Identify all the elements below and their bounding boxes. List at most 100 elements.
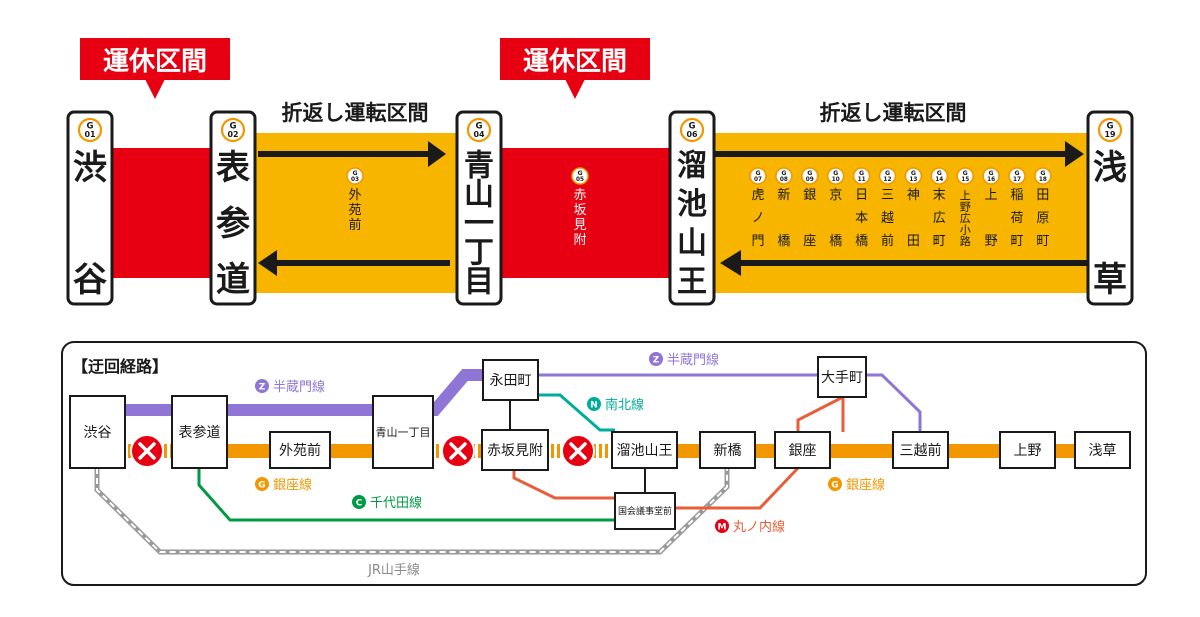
arrow-left-right-section — [720, 250, 1090, 276]
station-number: 14 — [935, 177, 943, 183]
arrow-right-left-section — [258, 141, 446, 167]
station-number: 13 — [909, 177, 917, 183]
station-number-line: G — [859, 170, 864, 177]
station-number-line: G — [989, 170, 994, 177]
station-number-badge: G04 — [466, 117, 492, 143]
station-number-badge: G16 — [982, 167, 1000, 185]
station-name-char: 虎 — [751, 188, 764, 203]
station-number: 06 — [686, 130, 698, 139]
suspended-callout-1: 運休区間 — [80, 38, 230, 99]
station-name-char: 坂 — [573, 203, 586, 218]
station-number: 16 — [987, 177, 995, 183]
station-name-char: 渋 — [73, 148, 107, 188]
station-number: 09 — [806, 177, 814, 183]
station-number-badge: G08 — [775, 167, 793, 185]
station-name-char: 小 — [960, 224, 971, 237]
station-number-badge: G17 — [1008, 167, 1026, 185]
station-name-char: 新 — [777, 187, 790, 203]
station-number-badge: G05 — [571, 167, 589, 185]
station-number: 05 — [576, 177, 584, 183]
line-mark: G — [831, 481, 838, 491]
detour-station-name: 三越前 — [900, 442, 942, 459]
turnback-label: 折返し運転区間 — [820, 101, 967, 125]
station-name-char: 上 — [960, 189, 971, 202]
detour-station-ueno: 上野 — [999, 431, 1056, 469]
station-name-char: 外 — [348, 188, 361, 203]
station-number-badge: G15 — [956, 167, 975, 185]
detour-station-name: 永田町 — [490, 373, 532, 389]
station-name-char: 苑 — [348, 203, 361, 218]
line-label-jr: JR山手線 — [367, 562, 420, 578]
station-number-badge: G19 — [1097, 117, 1123, 143]
station-name-char: 野 — [960, 201, 971, 214]
station-name-char: 稲 — [1010, 188, 1023, 203]
station-number: 18 — [1039, 177, 1047, 183]
station-name-char: 山 — [464, 178, 494, 213]
hanzomon-line-east — [866, 373, 922, 432]
station-number: 01 — [84, 130, 95, 139]
station-name-char: 表 — [216, 148, 250, 188]
station-name-char: 山 — [677, 226, 707, 261]
station-name-char: 町 — [1010, 234, 1023, 249]
station-number-line: G — [86, 122, 93, 132]
suspended-band-left — [100, 148, 225, 278]
line-name: 銀座線 — [846, 477, 885, 493]
station-number: 08 — [780, 177, 788, 183]
turnback-label: 折返し運転区間 — [282, 101, 429, 125]
line-name: 半蔵門線 — [273, 379, 325, 395]
station-name-char: 青 — [464, 149, 494, 184]
station-name-char: 上 — [985, 188, 998, 203]
station-name-char: 三 — [881, 188, 894, 203]
station-name-char: 門 — [751, 234, 764, 249]
station-number: 03 — [351, 177, 359, 183]
marunouchi-line-right — [675, 466, 800, 510]
line-mark: N — [590, 401, 598, 411]
station-name-char: 荷 — [1010, 211, 1023, 226]
detour-station-otemachi: 大手町 — [817, 356, 867, 398]
station-number-line: G — [1014, 170, 1019, 177]
station-number-line: G — [577, 170, 582, 177]
station-number: 07 — [754, 177, 762, 183]
station-name-char: 本 — [855, 211, 868, 226]
station-number-badge: G11 — [852, 167, 871, 185]
station-name-char: 前 — [881, 233, 894, 249]
suspended-x-icon — [130, 434, 164, 468]
station-number-badge: G09 — [800, 167, 819, 185]
suspended-x-icon — [441, 434, 475, 468]
station-number-badge: G02 — [220, 117, 246, 143]
station-name-char: 銀 — [803, 188, 816, 203]
detour-title: 【迂回経路】 — [72, 357, 168, 376]
line-name: 半蔵門線 — [667, 352, 719, 368]
suspended-x-icon — [561, 434, 595, 468]
station-name-char: 参 — [216, 204, 250, 244]
detour-station-kokkai: 国会議事堂前 — [614, 492, 676, 530]
station-number-badge: G12 — [878, 167, 897, 185]
station-name-char: 池 — [677, 187, 707, 222]
detour-station-ginza: 銀座 — [774, 431, 831, 469]
station-name-char: 座 — [803, 234, 816, 249]
station-09: G09 銀座 — [800, 167, 819, 249]
station-number-badge: G06 — [679, 117, 705, 143]
station-number-badge: G01 — [77, 117, 103, 143]
detour-station-tameike: 溜池山王 — [611, 431, 678, 469]
detour-station-name: 表参道 — [179, 424, 221, 441]
station-number-line: G — [885, 170, 890, 177]
line-name: 丸ノ内線 — [733, 519, 785, 535]
station-number: 19 — [1104, 130, 1115, 139]
suspended-label: 運休区間 — [523, 47, 627, 77]
station-name-char: 田 — [907, 234, 920, 249]
station-name-char: 神 — [907, 188, 920, 203]
detour-station-name: 大手町 — [821, 370, 863, 386]
detour-station-aoyama: 青山一丁目 — [372, 395, 434, 469]
station-number-line: G — [963, 170, 968, 177]
